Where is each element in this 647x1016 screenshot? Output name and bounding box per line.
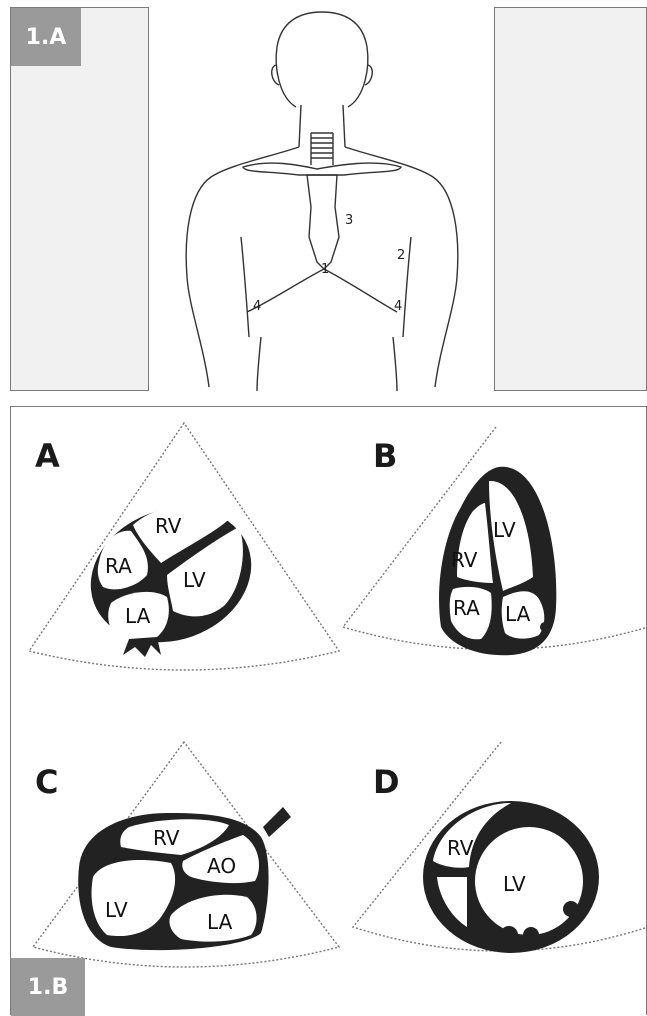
landmark-2: 2: [397, 248, 405, 263]
torso-illustration-area: 1 2 3 4 4: [148, 7, 495, 391]
view-d-letter: D: [373, 763, 400, 801]
view-c-label-ao: AO: [207, 854, 236, 878]
view-b-label-lv: LV: [493, 518, 516, 542]
view-c-heart: [78, 807, 291, 950]
landmark-4-right: 4: [394, 299, 402, 314]
view-b-label-ra: RA: [453, 596, 480, 620]
view-a-label-ra: RA: [105, 554, 132, 578]
figure-1a-badge: 1.A: [11, 8, 81, 66]
echo-views-illustration: A RV RA LV LA B: [11, 407, 647, 1016]
figure-1a-panel: 1 2 3 4 4 1.A: [10, 7, 647, 391]
view-d-label-rv: RV: [447, 836, 474, 860]
view-d-label-lv: LV: [503, 872, 526, 896]
view-c-label-lv: LV: [105, 898, 128, 922]
view-a-label-rv: RV: [155, 514, 182, 538]
view-b-label-la: LA: [505, 602, 531, 626]
landmark-4-left: 4: [253, 299, 261, 314]
torso-illustration: 1 2 3 4 4: [149, 7, 496, 391]
view-b-letter: B: [373, 437, 397, 475]
view-c-label-rv: RV: [153, 826, 180, 850]
view-b-label-rv: RV: [451, 548, 478, 572]
view-a-label-lv: LV: [183, 568, 206, 592]
landmark-1: 1: [321, 262, 329, 277]
view-a-heart: [72, 486, 271, 664]
view-c-label-la: LA: [207, 910, 233, 934]
view-a-label-la: LA: [125, 604, 151, 628]
figure-1b-badge: 1.B: [11, 958, 85, 1016]
view-c-letter: C: [35, 763, 58, 801]
view-a-letter: A: [35, 437, 60, 475]
landmark-3: 3: [345, 213, 353, 228]
figure-1b-panel: A RV RA LV LA B: [10, 406, 647, 1015]
